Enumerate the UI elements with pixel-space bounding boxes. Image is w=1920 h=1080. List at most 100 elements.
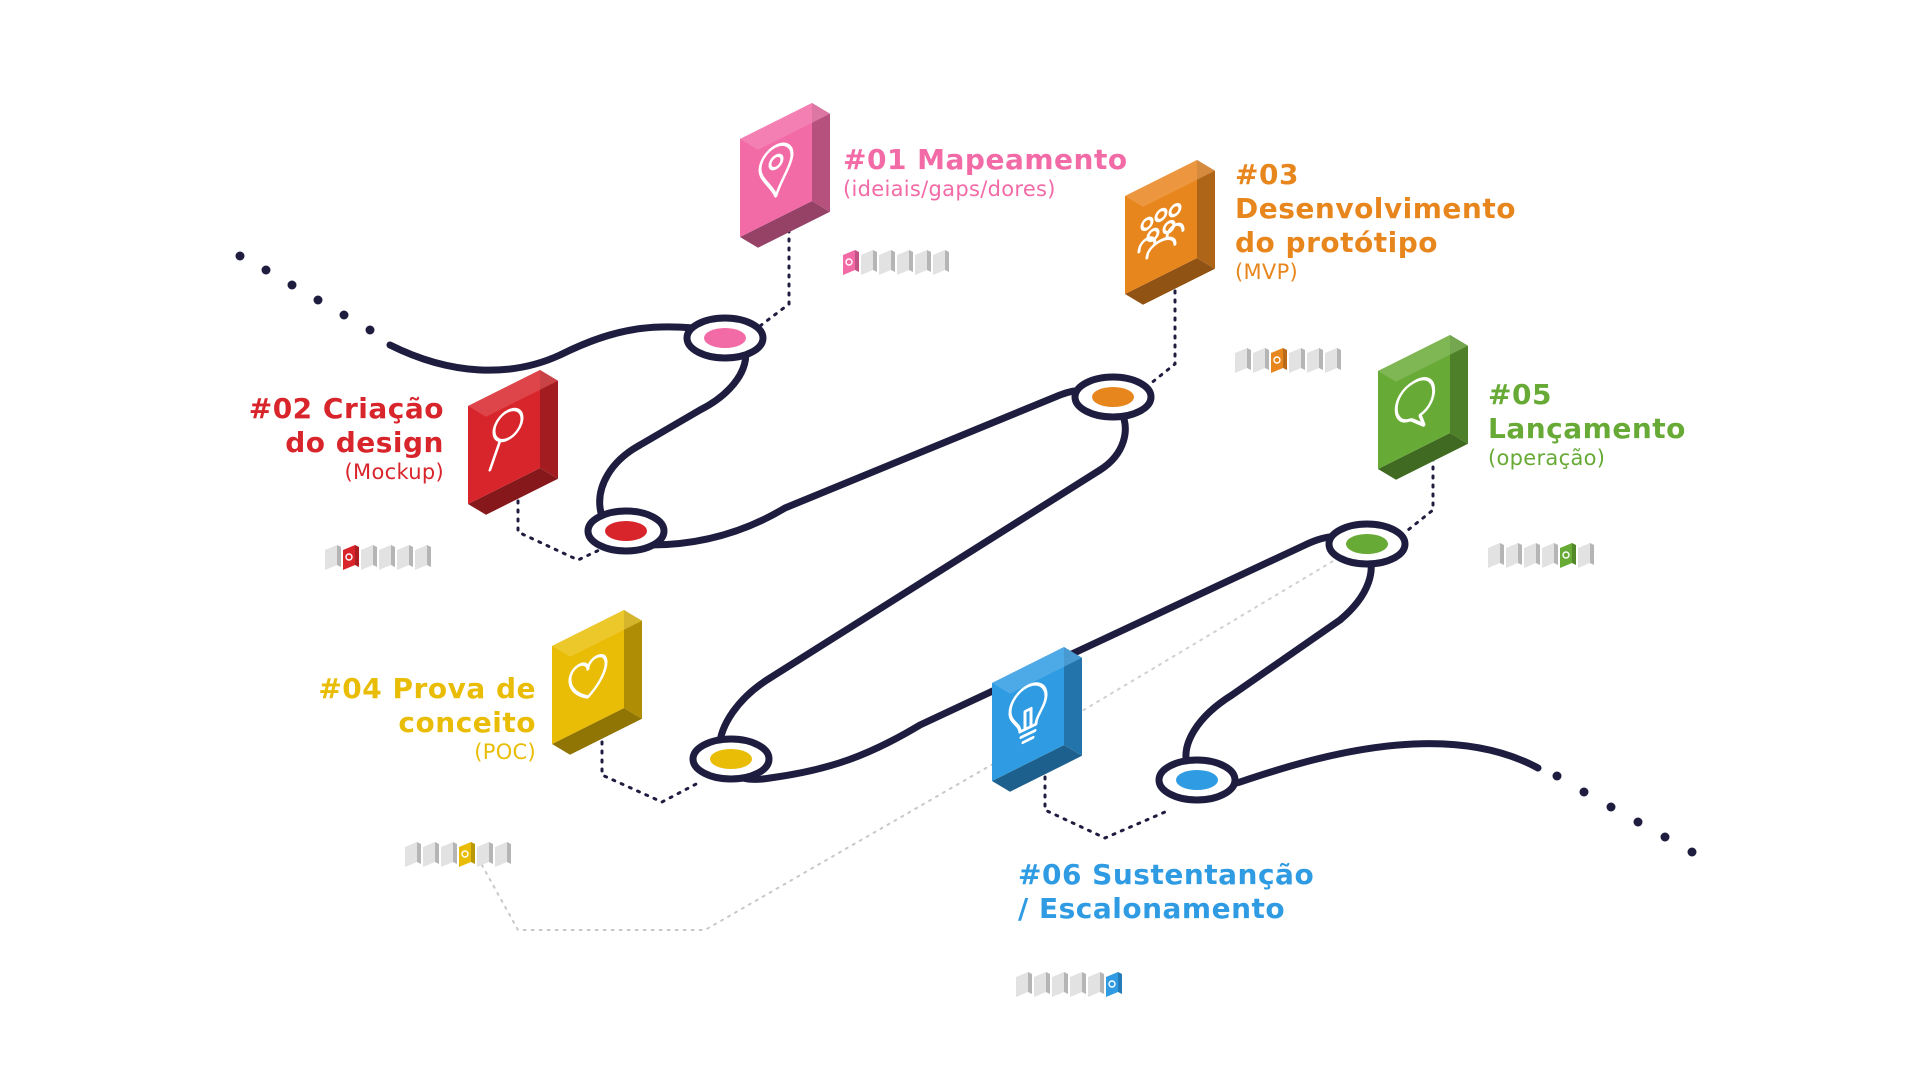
- step-title-line: #02 Criação: [248, 392, 444, 425]
- path-node-03: [1071, 373, 1155, 421]
- step-title-line: do design: [285, 426, 444, 460]
- path-trail-dot: [1552, 771, 1562, 781]
- path-trail-dot: [1606, 802, 1616, 812]
- progress-cell: [1253, 348, 1269, 373]
- path-node-06: [1155, 756, 1239, 804]
- progress-cell: [1052, 972, 1068, 997]
- step-title-line: Lançamento: [1488, 412, 1686, 446]
- progress-cell: [897, 250, 913, 275]
- progress-row-04: [405, 842, 511, 867]
- path-trail-dot: [1579, 787, 1589, 797]
- progress-cell: [1578, 543, 1594, 568]
- path-node-04: [689, 735, 773, 783]
- path-node-01: [683, 314, 767, 362]
- step-title-line: #06 Sustentanção: [1018, 858, 1315, 891]
- step-title-line: Desenvolvimento: [1235, 192, 1516, 226]
- progress-cell: [477, 842, 493, 867]
- step-label-05: #05 Lançamento (operação): [1488, 378, 1686, 472]
- step-subtitle: (ideiais/gaps/dores): [843, 177, 1056, 202]
- progress-cell-active: [1106, 972, 1122, 997]
- block-side: [540, 370, 558, 479]
- block-side: [1197, 160, 1215, 269]
- progress-cell: [1289, 348, 1305, 373]
- step-subtitle: (Mockup): [344, 460, 444, 485]
- progress-indicators: [325, 250, 1594, 997]
- step-block-06: [992, 647, 1082, 792]
- step-title-line: / Escalonamento: [1018, 892, 1286, 926]
- progress-cell: [423, 842, 439, 867]
- faint-connector: [999, 544, 1361, 761]
- path-lead-dot: [235, 251, 245, 261]
- block-side: [624, 610, 642, 719]
- progress-row-01: [843, 250, 949, 275]
- step-blocks: [468, 103, 1468, 792]
- block-side: [812, 103, 830, 212]
- progress-row-03: [1235, 348, 1341, 373]
- step-block-02: [468, 370, 558, 515]
- step-title-line: conceito: [398, 706, 536, 740]
- path-node-05: [1325, 520, 1409, 568]
- step-title-line: do protótipo: [1235, 226, 1438, 260]
- path-lead-dot: [313, 295, 323, 305]
- path-trail-dot: [1633, 817, 1643, 827]
- progress-cell: [1542, 543, 1558, 568]
- speech-bubble-icon: [1394, 377, 1436, 427]
- step-block-01: [740, 103, 830, 248]
- map-pin-icon: [758, 142, 794, 198]
- progress-cell: [933, 250, 949, 275]
- step-subtitle: (MVP): [1235, 260, 1299, 285]
- progress-cell-active: [1271, 348, 1287, 373]
- people-icon: [1137, 202, 1185, 260]
- dotted-connector-03: [1148, 280, 1177, 386]
- progress-cell: [495, 842, 511, 867]
- progress-cell: [441, 842, 457, 867]
- dotted-connector-05: [1406, 456, 1435, 532]
- progress-cell: [1016, 972, 1032, 997]
- progress-cell: [861, 250, 877, 275]
- dotted-connector-04: [600, 740, 702, 804]
- step-label-03: #03 Desenvolvimento do protótipo (MVP): [1235, 158, 1516, 286]
- path-trail-dot: [1660, 832, 1670, 842]
- step-block-04: [552, 610, 642, 755]
- path-lead-dot: [365, 325, 375, 335]
- progress-cell: [1088, 972, 1104, 997]
- step-label-06: #06 Sustentanção / Escalonamento: [1018, 858, 1314, 926]
- progress-cell: [879, 250, 895, 275]
- progress-cell: [1070, 972, 1086, 997]
- progress-cell: [1307, 348, 1323, 373]
- dotted-connector-06: [1043, 766, 1167, 840]
- step-label-04: #04 Prova de conceito (POC): [318, 672, 536, 766]
- progress-cell: [915, 250, 931, 275]
- progress-cell: [1235, 348, 1251, 373]
- step-subtitle: (operação): [1488, 446, 1606, 471]
- step-title-line: #05: [1488, 378, 1552, 411]
- progress-cell: [1506, 543, 1522, 568]
- progress-cell-active: [343, 545, 359, 570]
- faint-connector: [477, 759, 1001, 931]
- step-label-02: #02 Criação do design (Mockup): [249, 392, 444, 486]
- path-lead-dot: [287, 280, 297, 290]
- path-lead-dot: [261, 265, 271, 275]
- progress-cell-active: [459, 842, 475, 867]
- progress-cell: [1524, 543, 1540, 568]
- step-subtitle: (POC): [474, 740, 536, 765]
- progress-cell: [1325, 348, 1341, 373]
- dotted-connector-01: [758, 228, 791, 328]
- step-title-line: #01 Mapeamento: [843, 143, 1128, 176]
- progress-cell: [361, 545, 377, 570]
- block-side: [1064, 647, 1082, 756]
- progress-cell: [405, 842, 421, 867]
- progress-cell-active: [1560, 543, 1576, 568]
- dotted-connectors: [477, 228, 1435, 931]
- path-nodes: [584, 314, 1409, 804]
- progress-row-05: [1488, 543, 1594, 568]
- progress-cell: [1488, 543, 1504, 568]
- progress-cell: [379, 545, 395, 570]
- step-block-05: [1378, 335, 1468, 480]
- heart-icon: [568, 654, 608, 699]
- magnifier-icon: [488, 407, 524, 472]
- step-block-03: [1125, 160, 1215, 305]
- path-node-02: [584, 507, 668, 555]
- progress-row-06: [1016, 972, 1122, 997]
- path-trail-dot: [1687, 847, 1697, 857]
